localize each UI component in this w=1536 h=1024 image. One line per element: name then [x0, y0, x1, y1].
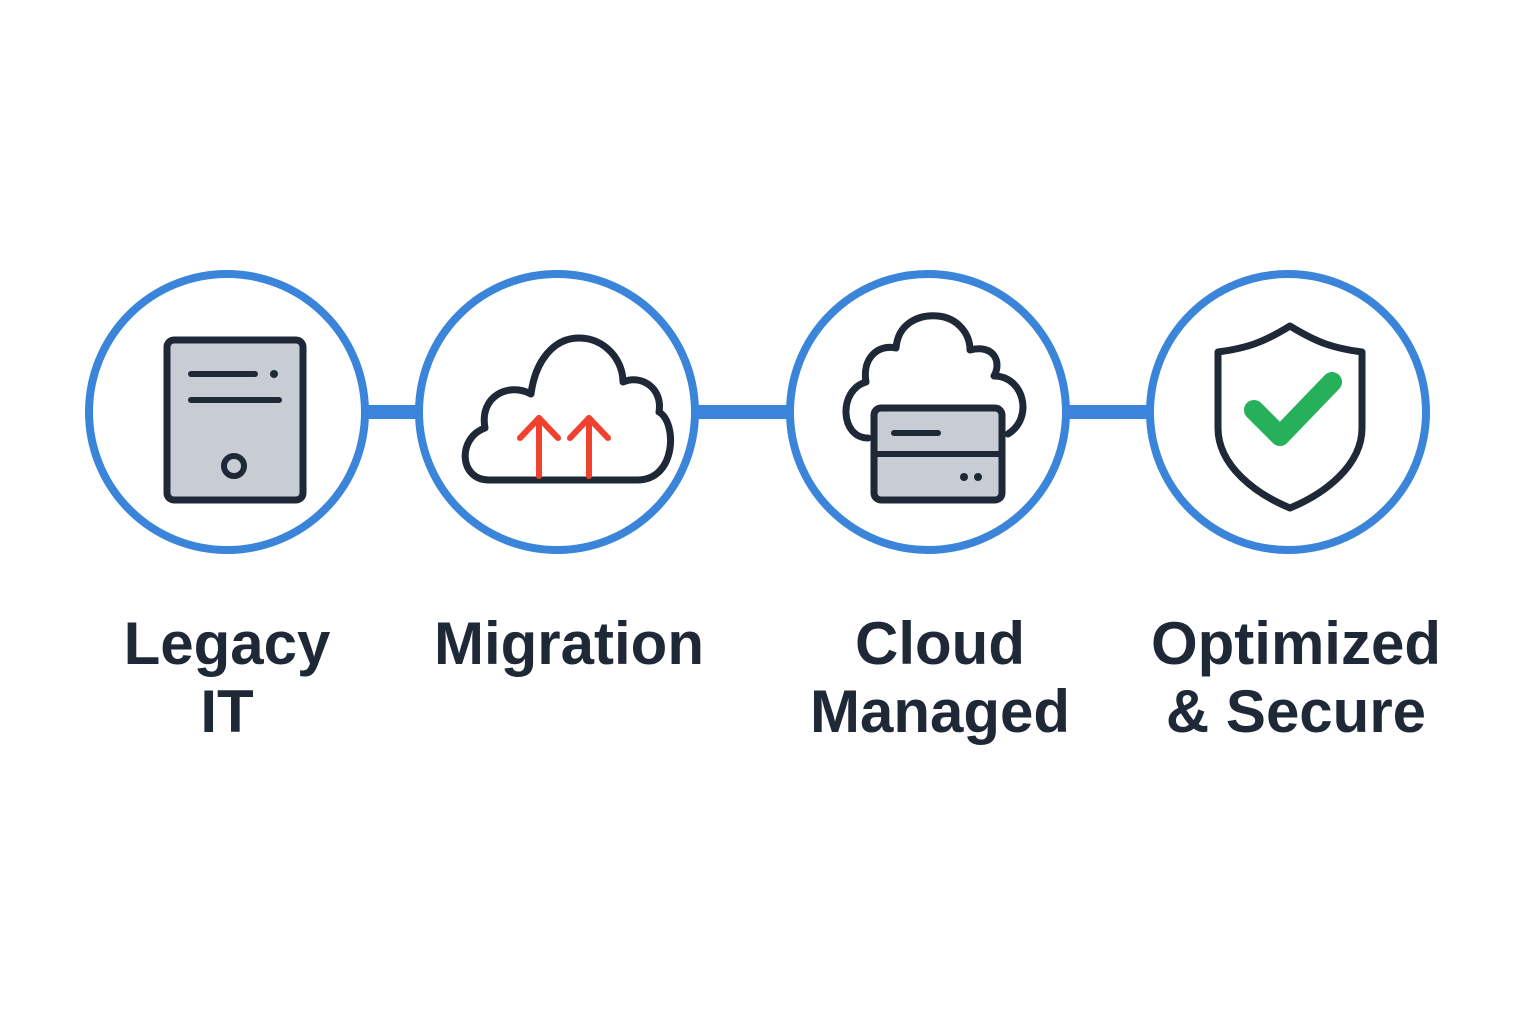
step-4-label-line-1: Optimized	[1150, 610, 1441, 677]
step-1-circle	[85, 270, 369, 554]
step-4-label: Optimized & Secure	[1116, 610, 1476, 746]
step-1-label: Legacy IT	[47, 610, 407, 746]
step-1-label-line-2: IT	[200, 678, 254, 745]
step-4-label-line-2: & Secure	[1165, 678, 1427, 745]
cloud-upload-icon	[461, 334, 674, 484]
step-3-label-line-2: Managed	[809, 678, 1071, 745]
step-3-label-line-1: Cloud	[855, 610, 1025, 677]
step-3-label: Cloud Managed	[760, 610, 1120, 746]
shield-check-icon	[1214, 322, 1366, 512]
connector-line-3-4	[1066, 405, 1156, 419]
cloud-server-icon	[842, 312, 1027, 504]
step-2-label: Migration	[389, 610, 749, 678]
step-2-circle	[415, 270, 699, 554]
legacy-server-icon	[163, 336, 307, 504]
step-2-label-line-1: Migration	[434, 610, 704, 677]
step-4-circle	[1146, 270, 1430, 554]
connector-line-1-2	[360, 405, 430, 419]
connector-line-2-3	[694, 405, 794, 419]
step-1-label-line-1: Legacy	[123, 610, 331, 677]
step-3-circle	[786, 270, 1070, 554]
